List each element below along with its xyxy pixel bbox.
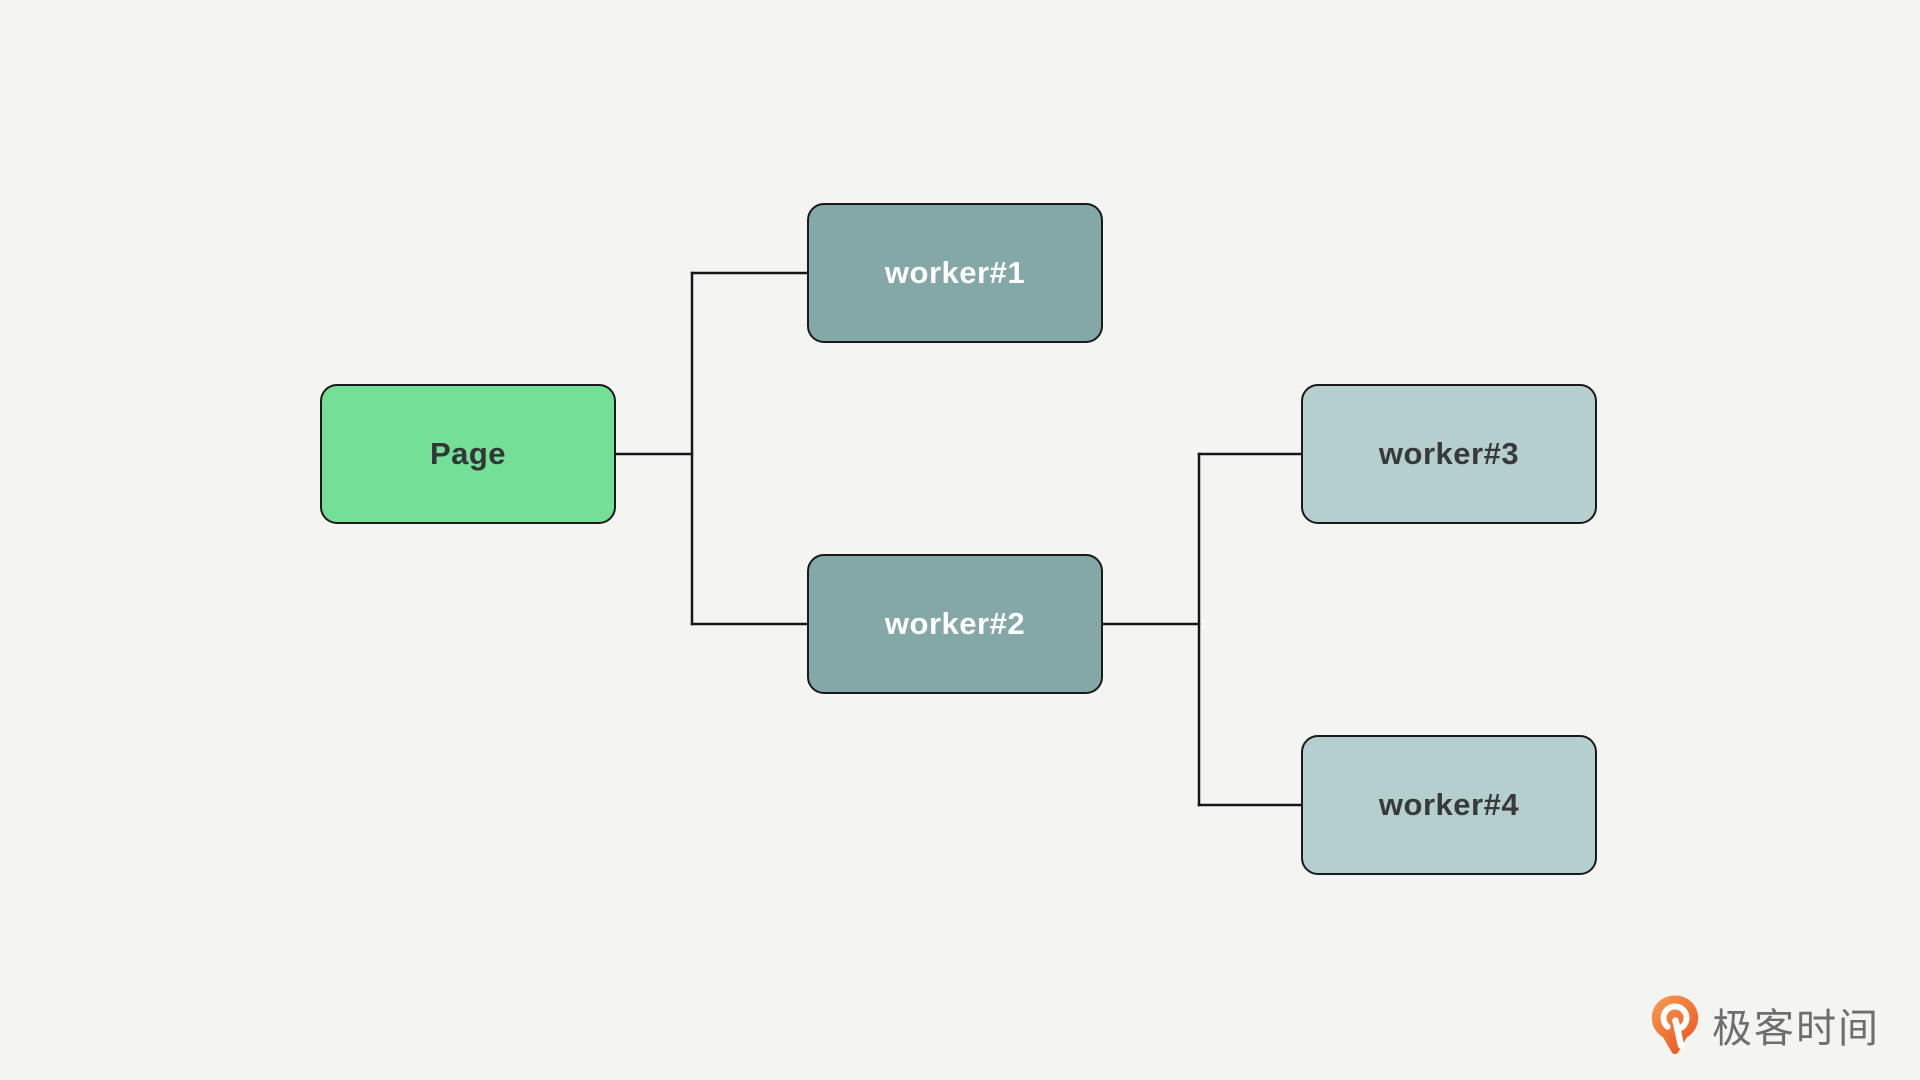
- watermark-brand-text: 极客时间: [1712, 1007, 1880, 1051]
- geektime-logo-icon: [1651, 995, 1699, 1054]
- node-worker1-label: worker#1: [884, 255, 1026, 290]
- node-worker2: worker#2: [807, 554, 1103, 694]
- node-worker3-label: worker#3: [1378, 436, 1520, 471]
- node-worker4: worker#4: [1301, 735, 1597, 875]
- node-worker1: worker#1: [807, 203, 1103, 343]
- node-page-label: Page: [429, 436, 507, 471]
- watermark: 极客时间: [1650, 990, 1880, 1060]
- logo-q-ring: [1660, 1003, 1690, 1032]
- node-page: Page: [320, 384, 616, 524]
- node-worker3: worker#3: [1301, 384, 1597, 524]
- node-worker2-label: worker#2: [884, 606, 1026, 641]
- logo-q-tail: [1672, 1016, 1685, 1049]
- node-worker4-label: worker#4: [1378, 787, 1520, 822]
